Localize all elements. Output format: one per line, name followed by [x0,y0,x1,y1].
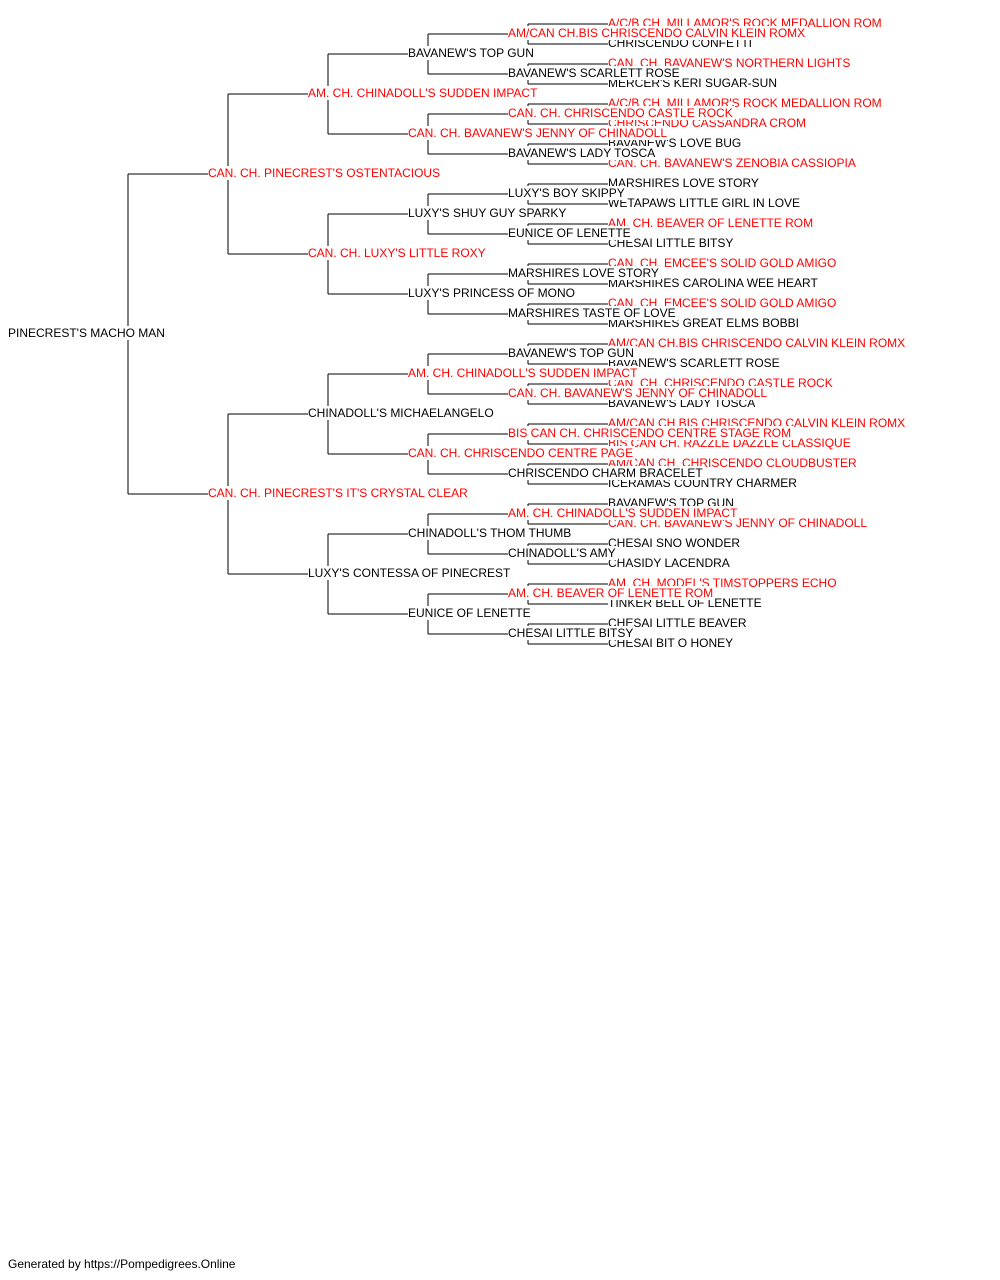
ancestor-name: CAN. CH. LUXY'S LITTLE ROXY [308,246,488,260]
ancestor-name: CHASIDY LACENDRA [608,556,732,570]
ancestor-name: EUNICE OF LENETTE [408,606,533,620]
ancestor-name: AM. CH. BEAVER OF LENETTE ROM [608,216,816,230]
ancestor-name: CAN. CH. CHRISCENDO CASTLE ROCK [508,106,735,120]
ancestor-name: LUXY'S CONTESSA OF PINECREST [308,566,513,580]
ancestor-name: MARSHIRES LOVE STORY [508,266,661,280]
ancestor-name: AM. CH. CHINADOLL'S SUDDEN IMPACT [308,86,540,100]
ancestor-name: CAN. CH. CHRISCENDO CENTRE PAGE [408,446,636,460]
ancestor-name: LUXY'S PRINCESS OF MONO [408,286,577,300]
ancestor-name: CHRISCENDO CHARM BRACELET [508,466,705,480]
ancestor-name: WETAPAWS LITTLE GIRL IN LOVE [608,196,803,210]
ancestor-name: LUXY'S BOY SKIPPY [508,186,627,200]
ancestor-name: CHESAI LITTLE BITSY [608,236,736,250]
ancestor-name: CAN. CH. PINECREST'S OSTENTACIOUS [208,166,443,180]
ancestor-name: MARSHIRES CAROLINA WEE HEART [608,276,820,290]
subject-dog-name: PINECREST'S MACHO MAN [8,326,167,340]
ancestor-name: CHESAI SNO WONDER [608,536,743,550]
ancestor-name: BAVANEW'S TOP GUN [508,346,636,360]
ancestor-name: BIS CAN CH. CHRISCENDO CENTRE STAGE ROM [508,426,794,440]
ancestor-name: BAVANEW'S SCARLETT ROSE [508,66,682,80]
ancestor-name: CAN. CH. BAVANEW'S ZENOBIA CASSIOPIA [608,156,858,170]
ancestor-name: CAN. CH. PINECREST'S IT'S CRYSTAL CLEAR [208,486,470,500]
ancestor-name: AM. CH. CHINADOLL'S SUDDEN IMPACT [408,366,640,380]
ancestor-name: CHINADOLL'S THOM THUMB [408,526,574,540]
footer-credit: Generated by https://Pompedigrees.Online [8,1257,236,1271]
ancestor-name: AM/CAN CH.BIS CHRISCENDO CALVIN KLEIN RO… [508,26,808,40]
ancestor-name: CHESAI BIT O HONEY [608,636,736,650]
ancestor-name: AM. CH. CHINADOLL'S SUDDEN IMPACT [508,506,740,520]
ancestor-name: BAVANEW'S LADY TOSCA [508,146,658,160]
ancestor-name: CAN. CH. BAVANEW'S JENNY OF CHINADOLL [508,386,770,400]
ancestor-name: BAVANEW'S SCARLETT ROSE [608,356,782,370]
ancestor-name: CHINADOLL'S MICHAELANGELO [308,406,496,420]
ancestor-name: CHESAI LITTLE BEAVER [608,616,749,630]
ancestor-name: LUXY'S SHUY GUY SPARKY [408,206,569,220]
ancestor-name: MARSHIRES LOVE STORY [608,176,761,190]
ancestor-name: MARSHIRES TASTE OF LOVE [508,306,678,320]
ancestor-name: AM/CAN CH.BIS CHRISCENDO CALVIN KLEIN RO… [608,336,908,350]
ancestor-name: AM. CH. BEAVER OF LENETTE ROM [508,586,716,600]
ancestor-name: BAVANEW'S TOP GUN [408,46,536,60]
ancestor-name: CHESAI LITTLE BITSY [508,626,636,640]
ancestor-name: CAN. CH. BAVANEW'S JENNY OF CHINADOLL [408,126,670,140]
ancestor-name: CHINADOLL'S AMY [508,546,618,560]
ancestor-name: CAN. CH. EMCEE'S SOLID GOLD AMIGO [608,256,839,270]
ancestor-name: EUNICE OF LENETTE [508,226,633,240]
